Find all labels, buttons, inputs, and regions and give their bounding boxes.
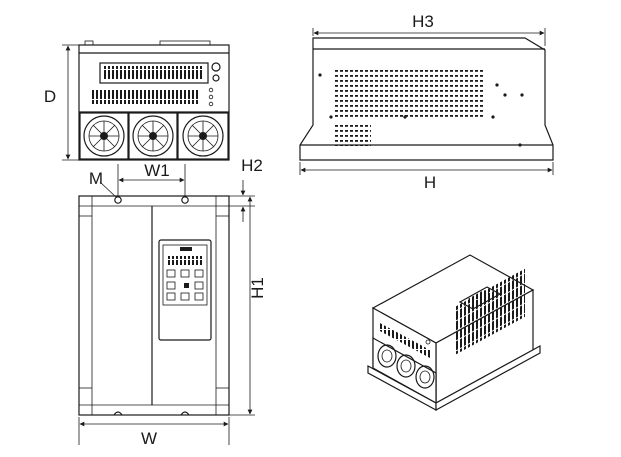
label-h2: H2 — [241, 156, 263, 175]
fan-icon — [415, 365, 435, 389]
dimension-h1: H1 — [229, 196, 267, 416]
label-m: M — [89, 169, 103, 188]
fan-1-icon — [79, 112, 129, 160]
front-view — [78, 195, 230, 416]
label-d: D — [44, 87, 56, 106]
dimension-h3: H3 — [312, 12, 546, 46]
dimension-d: D — [44, 44, 79, 161]
fan-3-icon — [177, 112, 229, 160]
label-h1: H1 — [248, 277, 267, 299]
dimension-m-w1: M W1 — [89, 161, 186, 198]
mounting-hole-icon — [114, 196, 122, 204]
top-view — [78, 40, 230, 161]
keypad-panel — [158, 239, 212, 341]
fan-icon — [396, 354, 416, 378]
label-w1: W1 — [144, 161, 170, 180]
isometric-view — [367, 254, 541, 412]
side-view — [299, 37, 554, 161]
dimension-h: H — [299, 162, 554, 192]
fan-2-icon — [128, 112, 178, 160]
label-h3: H3 — [412, 12, 434, 31]
label-h: H — [424, 173, 436, 192]
label-w: W — [141, 429, 157, 448]
mounting-hole-icon — [181, 196, 189, 204]
dimension-h2: H2 — [229, 156, 263, 222]
dimension-w: W — [78, 417, 230, 448]
fan-icon — [377, 344, 397, 368]
